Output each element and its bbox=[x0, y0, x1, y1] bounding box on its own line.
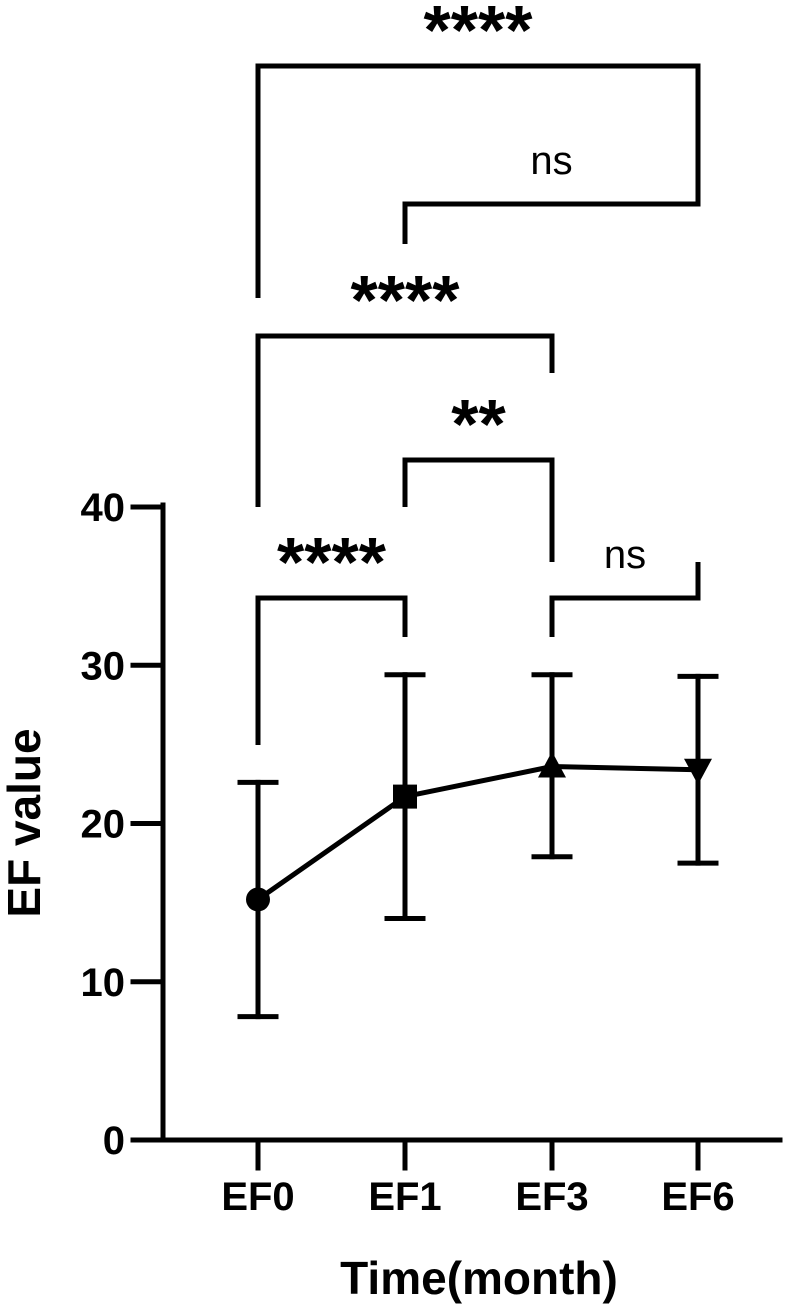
data-point-EF0 bbox=[246, 887, 270, 912]
y-tick-label-40: 40 bbox=[81, 486, 126, 530]
x-tick-label-EF1: EF1 bbox=[368, 1175, 441, 1219]
y-tick-label-0: 0 bbox=[103, 1119, 125, 1163]
bracket-label-EF0-EF3: **** bbox=[351, 261, 461, 339]
bracket-label-EF1-EF3: ** bbox=[451, 385, 506, 463]
y-tick-label-10: 10 bbox=[81, 961, 126, 1005]
y-axis-title: EF value bbox=[0, 728, 50, 917]
x-tick-label-EF6: EF6 bbox=[661, 1175, 734, 1219]
bracket-EF0-EF3 bbox=[255, 333, 555, 507]
data-point-EF6 bbox=[684, 758, 712, 785]
x-tick-label-EF3: EF3 bbox=[515, 1175, 588, 1219]
series-line bbox=[256, 764, 699, 902]
bracket-EF3-EF6 bbox=[549, 562, 701, 637]
bracket-EF1-EF3 bbox=[402, 457, 555, 562]
significance-brackets: ****ns******ns**** bbox=[255, 0, 701, 745]
bracket-EF1-EF6 bbox=[402, 168, 701, 244]
bracket-EF0-EF1 bbox=[255, 595, 408, 745]
y-tick-label-30: 30 bbox=[81, 644, 126, 688]
bracket-label-EF0-EF6: **** bbox=[424, 0, 534, 69]
bracket-label-EF3-EF6: ns bbox=[604, 533, 646, 577]
x-axis-title: Time(month) bbox=[340, 1252, 618, 1304]
bracket-label-EF0-EF1: **** bbox=[277, 523, 387, 601]
chart-marks bbox=[237, 672, 719, 1020]
data-point-EF1 bbox=[393, 784, 417, 809]
data-point-EF3 bbox=[538, 751, 566, 778]
x-tick-label-EF0: EF0 bbox=[221, 1175, 294, 1219]
bracket-EF0-EF6 bbox=[255, 63, 701, 298]
y-tick-label-20: 20 bbox=[81, 803, 126, 847]
bracket-label-EF1-EF6: ns bbox=[530, 139, 572, 183]
